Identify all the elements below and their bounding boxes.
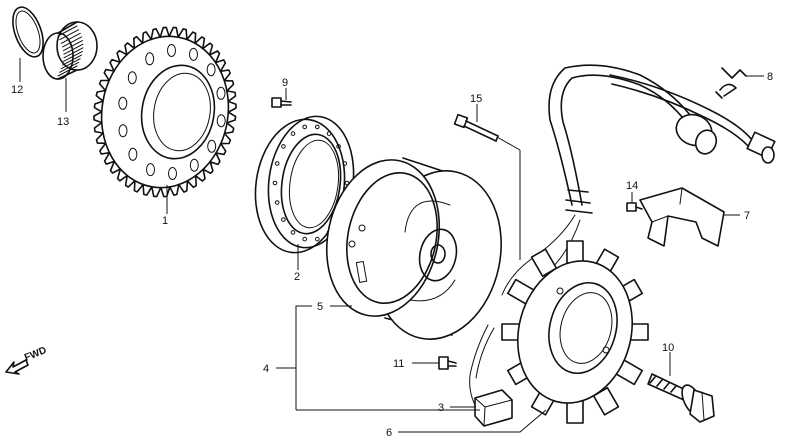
needle-bearing-icon	[42, 21, 98, 80]
gear-hole	[168, 167, 177, 180]
stator-pole	[566, 240, 584, 264]
clutch-roller	[290, 131, 296, 136]
callout-6: 6	[386, 427, 392, 439]
clutch-roller	[281, 144, 286, 149]
callout-9: 9	[282, 77, 288, 89]
gear-hole	[118, 124, 128, 138]
connector-square-icon	[746, 131, 776, 164]
callout-2: 2	[294, 271, 300, 283]
clutch-roller	[315, 124, 320, 130]
snap-ring-icon	[12, 6, 44, 58]
gear-hole	[128, 147, 138, 161]
clutch-roller	[342, 161, 348, 166]
needle-roller	[57, 25, 78, 37]
needle-roller	[62, 54, 83, 66]
needle-roller	[62, 50, 83, 62]
screw-icon	[438, 356, 457, 370]
needle-roller	[60, 58, 81, 70]
clutch-roller	[281, 217, 286, 222]
gear-hole	[207, 139, 217, 153]
forward-direction-arrow-icon: FWD	[5, 345, 48, 375]
clutch-roller	[272, 180, 278, 186]
gear-hole	[216, 86, 226, 100]
needle-roller	[63, 43, 84, 55]
gear-hole	[127, 71, 137, 85]
callout-15: 15	[470, 93, 482, 105]
needle-roller	[63, 47, 84, 59]
flywheel-rotor-icon	[325, 157, 502, 340]
long-bolt-icon	[453, 113, 499, 142]
clutch-roller	[302, 124, 308, 130]
fwd-label: FWD	[23, 345, 48, 364]
callout-7: 7	[744, 210, 750, 222]
stator-coil-icon	[501, 240, 649, 424]
callout-12: 12	[11, 84, 23, 96]
callout-11: 11	[393, 358, 404, 370]
gear-hole	[189, 158, 199, 172]
clutch-roller	[274, 200, 280, 205]
gear-hole	[145, 52, 155, 66]
stator-pole	[566, 400, 584, 424]
callout-13: 13	[57, 116, 69, 128]
clutch-roller	[302, 236, 308, 242]
gear-hole	[167, 44, 176, 57]
callout-4: 4	[263, 363, 269, 375]
callout-10: 10	[662, 342, 674, 354]
needle-roller	[62, 36, 83, 48]
pulse-generator-icon	[474, 389, 513, 427]
callout-14: 14	[626, 180, 638, 192]
leader-lines	[19, 58, 764, 433]
callout-5: 5	[317, 301, 323, 313]
needle-roller	[60, 32, 81, 44]
gear-hole	[118, 96, 128, 110]
wire-clamp-icon	[715, 67, 747, 99]
gear-hole	[206, 63, 216, 77]
needle-roller	[57, 65, 78, 77]
needle-roller	[62, 40, 83, 52]
wire-harness-icon	[469, 64, 776, 411]
sprocket-gear-icon	[93, 26, 237, 198]
callout-labels: 1 2 3 4 5 6 7 8 9 10 11 12 13 14 15	[11, 71, 773, 439]
clutch-roller	[290, 230, 296, 235]
callout-1: 1	[162, 215, 168, 227]
needle-roller	[59, 29, 80, 41]
gear-hole	[189, 47, 198, 61]
clutch-roller	[336, 144, 341, 149]
flange-bolt-icon	[647, 373, 715, 423]
gear-hole	[216, 114, 226, 128]
small-screw-icon	[626, 202, 643, 212]
connector-round-icon	[675, 113, 718, 155]
clutch-roller	[274, 161, 280, 166]
gear-hole	[146, 163, 155, 177]
cover-bracket-icon	[639, 187, 725, 247]
callout-8: 8	[767, 71, 773, 83]
clutch-roller	[315, 236, 320, 242]
needle-roller	[59, 61, 80, 73]
callout-3: 3	[438, 402, 444, 414]
small-bolt-icon	[271, 97, 292, 108]
clutch-roller	[326, 131, 332, 136]
